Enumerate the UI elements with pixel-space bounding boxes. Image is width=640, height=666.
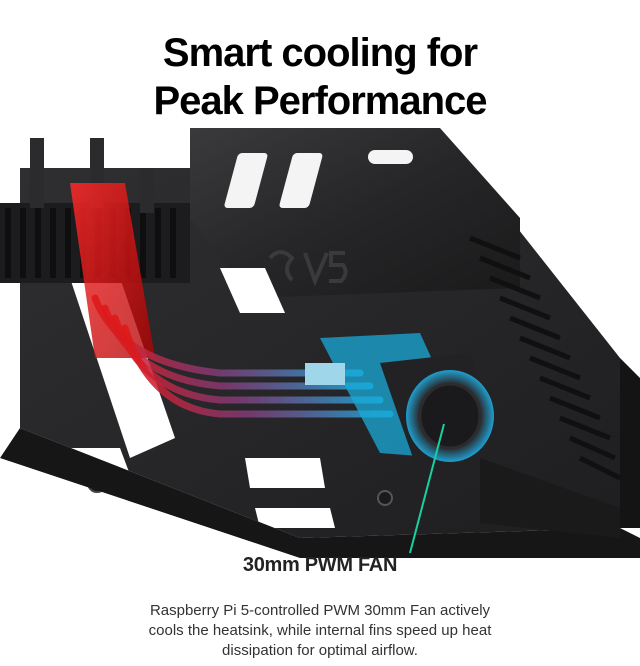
description-line-1: Raspberry Pi 5-controlled PWM 30mm Fan a…	[149, 602, 491, 619]
side-fins	[469, 235, 622, 481]
cooling-illustration	[0, 128, 640, 558]
description-line-3: dissipation for optimal airflow.	[222, 642, 418, 659]
description-line-2: cools the heatsink, while internal fins …	[148, 622, 492, 639]
fan-icon	[87, 353, 505, 506]
page-title: Smart cooling for Peak Performance	[0, 27, 640, 125]
title-line-1: Smart cooling for	[162, 30, 478, 75]
heat-zone	[70, 183, 155, 358]
fan-callout-line	[409, 423, 445, 554]
airflow-streams	[91, 294, 394, 418]
fan-callout-label: 30mm PWM FAN	[242, 554, 398, 576]
embossed-logo	[268, 250, 348, 287]
description: Raspberry Pi 5-controlled PWM 30mm Fan a…	[80, 601, 560, 661]
case-base	[0, 428, 640, 558]
title-line-2: Peak Performance	[153, 78, 487, 123]
